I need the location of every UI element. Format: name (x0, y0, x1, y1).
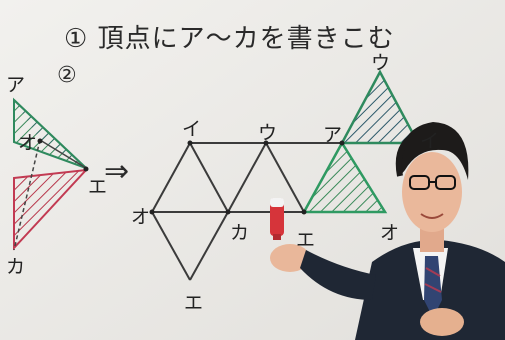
vertex-label: イ (182, 118, 202, 140)
teacher (300, 122, 505, 340)
hand (270, 244, 310, 272)
pyramid-sketch (13, 97, 89, 251)
vertex-label: カ (6, 256, 26, 278)
vertex-label: オ (131, 206, 151, 228)
vertex-label: ア (323, 124, 343, 146)
hatched-green-triangle (301, 140, 388, 214)
step-one-heading: ① 頂点にア〜カを書きこむ (64, 24, 395, 54)
vertex-label: エ (88, 176, 108, 198)
vertex-label: オ (380, 222, 400, 244)
vertex-label: ウ (371, 52, 391, 74)
red-marker (270, 198, 284, 240)
hatched-teal-triangle (339, 69, 421, 145)
vertex-label: オ (18, 132, 38, 154)
step-two-label: ② (57, 63, 77, 88)
vertex-label: エ (184, 292, 204, 314)
vertex-label: イ (420, 130, 440, 152)
vertex-label: ア (6, 74, 26, 96)
implies-arrow: ⇒ (104, 154, 129, 189)
vertex-label: カ (230, 222, 250, 244)
vertex-label: エ (296, 229, 316, 251)
vertex-label: ウ (258, 122, 278, 144)
